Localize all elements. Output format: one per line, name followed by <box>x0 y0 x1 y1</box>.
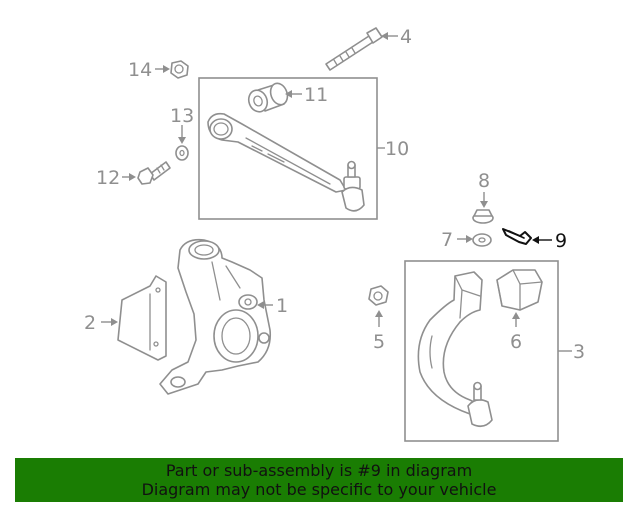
part-5-nut[interactable] <box>368 285 389 306</box>
part-1-steering-knuckle[interactable] <box>159 238 272 395</box>
callout-9-leader <box>532 236 552 244</box>
part-10-upper-control-arm[interactable] <box>207 112 365 212</box>
callout-7[interactable]: 7 <box>441 229 453 251</box>
callout-14-leader <box>155 65 170 73</box>
callout-8[interactable]: 8 <box>478 170 490 192</box>
part-9-clip[interactable] <box>502 228 532 245</box>
callout-5[interactable]: 5 <box>373 331 385 353</box>
part-6-bushing[interactable] <box>496 269 543 311</box>
callout-12[interactable]: 12 <box>96 167 120 189</box>
callout-8-leader <box>480 192 488 208</box>
part-14-nut[interactable] <box>170 60 189 79</box>
callout-12-leader <box>122 173 136 181</box>
part-4-bolt[interactable] <box>325 27 383 71</box>
callout-14[interactable]: 14 <box>128 59 152 81</box>
callout-4[interactable]: 4 <box>400 26 412 48</box>
callout-13-leader <box>178 125 186 144</box>
callout-5-leader <box>375 310 383 327</box>
part-7-washer[interactable] <box>472 233 492 247</box>
part-3-lower-control-arm[interactable] <box>417 271 493 428</box>
callout-7-leader <box>457 235 473 243</box>
callout-6-leader <box>512 312 520 327</box>
callout-6[interactable]: 6 <box>510 331 522 353</box>
callout-9[interactable]: 9 <box>555 230 567 252</box>
part-2-dust-shield[interactable] <box>117 275 167 361</box>
part-12-bolt[interactable] <box>137 161 171 185</box>
callout-4-leader <box>381 32 398 40</box>
info-banner: Part or sub-assembly is #9 in diagram Di… <box>15 458 623 502</box>
callout-2[interactable]: 2 <box>84 312 96 334</box>
part-8-nut[interactable] <box>472 209 494 224</box>
callout-13[interactable]: 13 <box>170 105 194 127</box>
callout-2-leader <box>101 318 118 326</box>
callout-1-leader <box>257 301 273 309</box>
callout-11-leader <box>285 90 302 98</box>
part-11-bushing[interactable] <box>246 81 290 114</box>
callout-10[interactable]: 10 <box>385 138 409 160</box>
part-13-washer[interactable] <box>175 145 189 161</box>
banner-line-1: Part or sub-assembly is #9 in diagram <box>165 461 473 480</box>
callout-11[interactable]: 11 <box>304 84 328 106</box>
callout-3[interactable]: 3 <box>573 341 585 363</box>
banner-line-2: Diagram may not be specific to your vehi… <box>141 480 497 499</box>
callout-1[interactable]: 1 <box>276 295 288 317</box>
